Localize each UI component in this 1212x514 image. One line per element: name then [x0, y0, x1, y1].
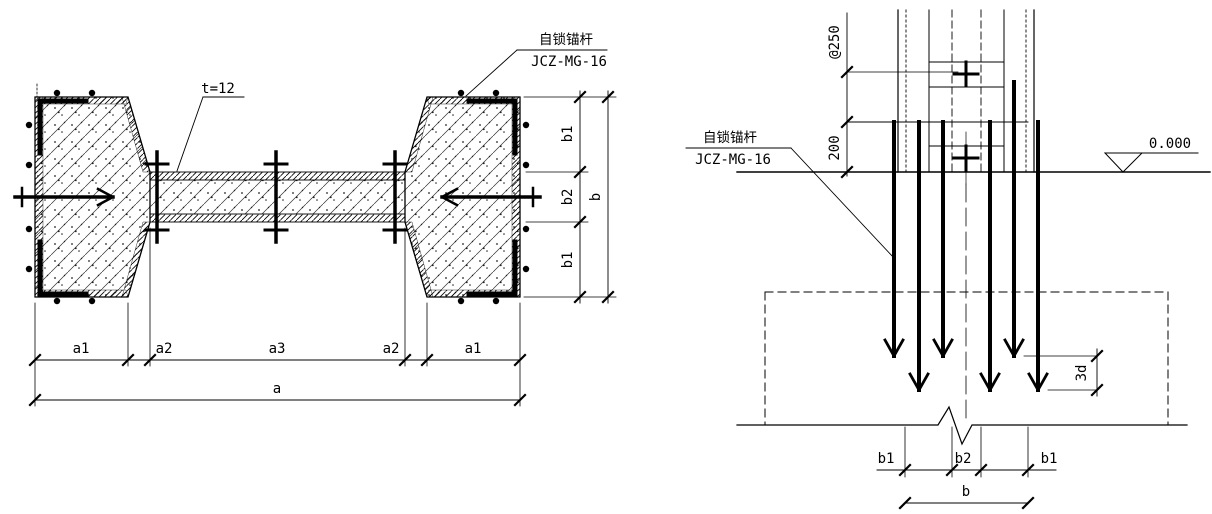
foundation-outline [736, 291, 1188, 446]
left-section-view: t=12 自锁锚杆 JCZ-MG-16 [13, 32, 617, 407]
break-line [736, 405, 1188, 446]
level-triangle-icon [1103, 152, 1144, 173]
anchor-callout-left-view: 自锁锚杆 JCZ-MG-16 [465, 32, 608, 97]
svg-text:b2: b2 [560, 189, 576, 206]
svg-text:a1: a1 [73, 341, 90, 357]
column-outline [846, 9, 1035, 173]
horizontal-anchor-rods [13, 83, 542, 208]
dimension-spacing [840, 12, 959, 179]
level-value: 0.000 [1149, 136, 1191, 152]
svg-text:a: a [273, 381, 281, 397]
svg-text:200: 200 [827, 135, 843, 160]
dimension-stagger [1023, 348, 1104, 397]
svg-text:b: b [588, 193, 604, 201]
svg-text:b1: b1 [560, 252, 576, 269]
tie-cross-markers [952, 60, 980, 422]
dimension-a-labels: a1 a2 a3 a2 a1 a [73, 341, 482, 397]
anchor-model-label: JCZ-MG-16 [531, 54, 607, 70]
stud-dots [25, 89, 530, 305]
svg-text:b1: b1 [560, 126, 576, 143]
anchor-model-label: JCZ-MG-16 [695, 152, 771, 168]
dimension-b-right-view [876, 426, 1057, 510]
anchor-name-label: 自锁锚杆 [703, 130, 757, 146]
level-symbol: 0.000 [1103, 136, 1199, 173]
web-anchor-rods [144, 150, 408, 244]
dimension-a [28, 227, 527, 407]
anchor-rods [883, 80, 1049, 392]
svg-text:b2: b2 [955, 451, 972, 467]
right-elevation-view: 0.000 @250 200 自锁锚杆 JCZ-MG-16 [685, 9, 1211, 510]
dimension-b-left-view-labels: b1 b2 b1 b [560, 126, 604, 269]
anchor-callout-right-view: 自锁锚杆 JCZ-MG-16 [685, 130, 895, 259]
svg-text:b: b [962, 484, 970, 500]
dimension-b-right-view-labels: b1 b2 b1 b [878, 451, 1058, 500]
svg-text:a2: a2 [156, 341, 173, 357]
corner-angles [37, 98, 518, 297]
svg-text:@250: @250 [827, 25, 843, 59]
svg-text:a2: a2 [383, 341, 400, 357]
anchor-name-label: 自锁锚杆 [539, 32, 593, 48]
dimension-b-left-view [523, 90, 617, 304]
web-thickness-label: t=12 [201, 81, 235, 97]
svg-text:a3: a3 [269, 341, 286, 357]
svg-text:b1: b1 [1041, 451, 1058, 467]
dimension-spacing-labels: @250 200 [827, 25, 843, 161]
svg-text:a1: a1 [465, 341, 482, 357]
stagger-label: 3d [1074, 365, 1090, 382]
web-thickness-callout: t=12 [176, 81, 245, 172]
svg-text:b1: b1 [878, 451, 895, 467]
